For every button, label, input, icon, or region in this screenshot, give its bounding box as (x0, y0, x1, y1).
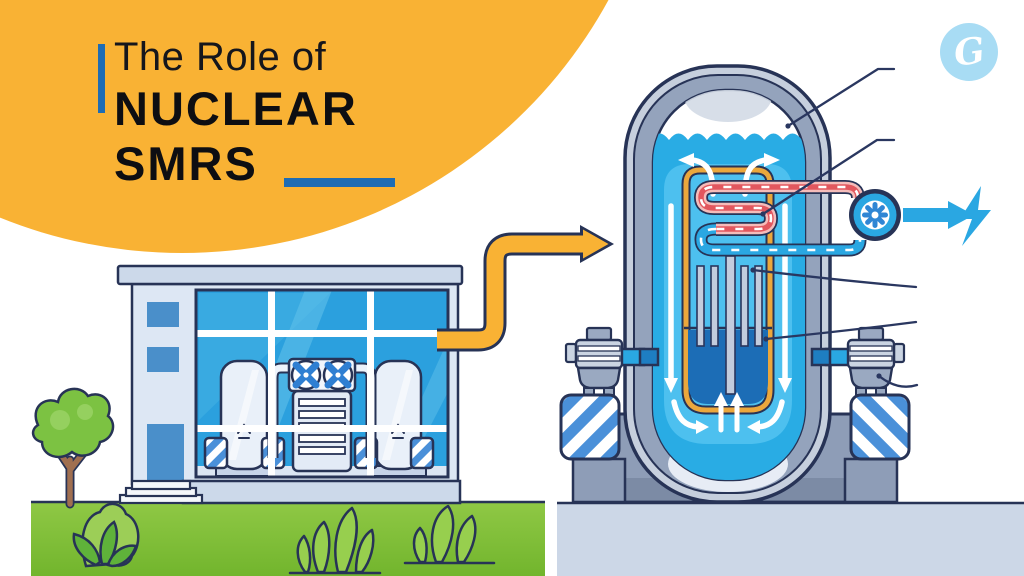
power-output-arrow (903, 201, 974, 229)
bush-cluster-2 (403, 504, 496, 565)
head-dome-shadow (684, 90, 772, 122)
title-underline (284, 178, 395, 187)
title-line-1: The Role of (114, 35, 327, 79)
fan-icon (290, 359, 322, 391)
lightning-icon (960, 186, 991, 246)
bush-cluster-1 (288, 506, 382, 575)
concrete-ground (557, 501, 1024, 576)
callout-line-1 (786, 67, 896, 128)
turbine-generator (849, 189, 901, 241)
building-plinth (181, 479, 462, 505)
title-line-2: NUCLEAR (114, 82, 358, 135)
cooling-tank-right (369, 359, 427, 477)
callout-line-3 (751, 268, 918, 289)
building-door (147, 424, 184, 482)
title-block: The Role of NUCLEAR SMRS (114, 34, 358, 190)
smr-reactor (559, 64, 991, 504)
fan-icon (322, 359, 354, 391)
steam-generator-coil (693, 180, 865, 236)
building-steps (118, 479, 204, 505)
support-clamp-right (810, 326, 911, 504)
title-accent-bar (98, 44, 105, 113)
leafy-plant (72, 520, 138, 568)
machine-hall-window (194, 288, 450, 479)
callout-line-2 (761, 138, 896, 216)
damper-pad-left (559, 393, 621, 461)
power-plant-building (116, 264, 464, 505)
callout-line-4 (764, 320, 918, 341)
cooling-tank-left (215, 359, 273, 477)
orange-blob (0, 0, 609, 253)
building-window-small-2 (147, 347, 179, 372)
title-line-3: SMRS (114, 136, 258, 190)
transfer-arrow (437, 225, 614, 352)
tree (31, 387, 115, 509)
building-roof (116, 264, 464, 286)
coolant-return-pipe (694, 222, 867, 257)
core-shroud (681, 165, 775, 415)
building-window-small-1 (147, 302, 179, 327)
control-rods (696, 255, 763, 395)
brand-logo: G (940, 23, 998, 81)
callout-lines (750, 67, 919, 388)
window-mullions (196, 290, 448, 477)
logo-glyph: G (950, 29, 988, 75)
damper-pad-right (849, 393, 911, 461)
support-clamp-left (559, 326, 660, 504)
callout-line-5 (877, 374, 919, 388)
